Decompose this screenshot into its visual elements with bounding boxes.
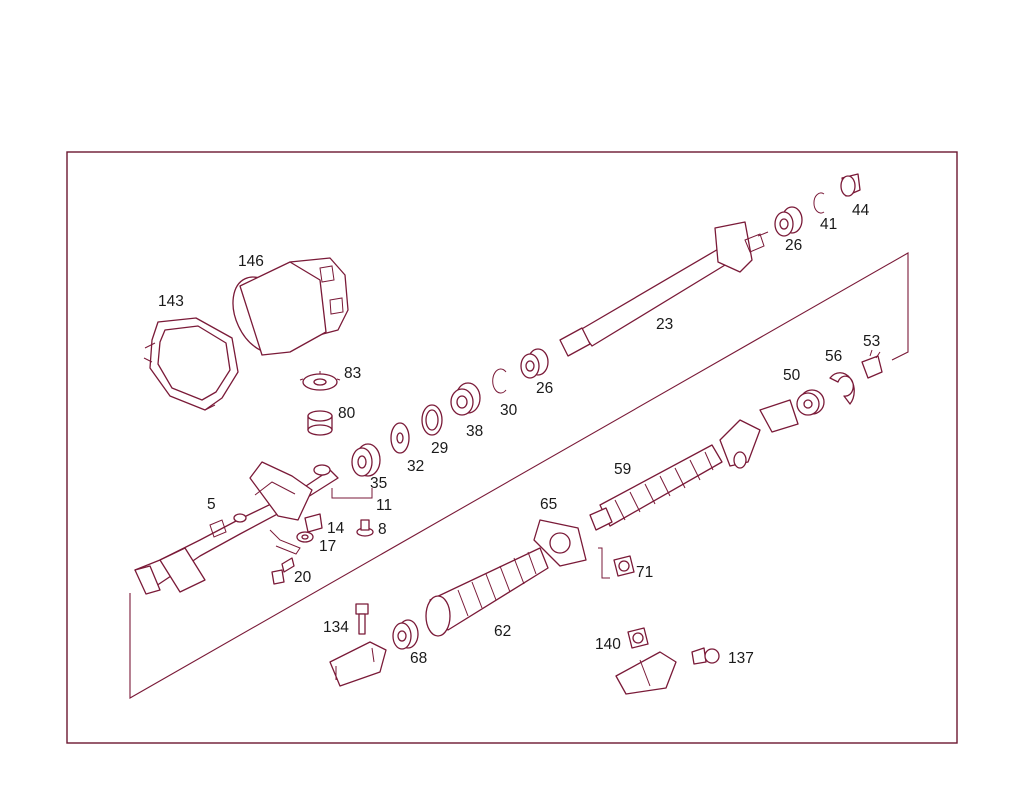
label-137: 137 [728, 650, 754, 667]
bearing-38-part [450, 382, 481, 416]
fitting-part [615, 651, 677, 695]
bolt-134-part [329, 603, 387, 687]
label-17: 17 [319, 538, 336, 555]
shaft-part [559, 221, 769, 357]
washer-part [299, 371, 341, 391]
snap-ring-part [492, 368, 507, 394]
label-80: 80 [338, 405, 356, 422]
label-53: 53 [863, 333, 880, 350]
column-tube-part [134, 461, 339, 595]
exploded-plane-outline [129, 252, 909, 699]
clip-part [304, 513, 323, 533]
clamp-part [829, 372, 855, 405]
nut-50-part [796, 389, 825, 416]
label-26-right: 26 [785, 237, 802, 254]
label-71: 71 [636, 564, 653, 581]
bezel-part [143, 317, 239, 411]
label-14: 14 [327, 520, 345, 537]
label-32: 32 [407, 458, 424, 475]
bolt-part [271, 557, 295, 585]
label-134: 134 [323, 619, 349, 636]
boot-part [425, 547, 549, 637]
label-23: 23 [656, 316, 673, 333]
bolt-137-part [691, 647, 720, 665]
cover-part [232, 257, 349, 356]
label-41: 41 [820, 216, 837, 233]
label-68: 68 [410, 650, 427, 667]
bearing-68-part [392, 619, 419, 650]
label-11: 11 [376, 497, 392, 514]
label-35: 35 [370, 475, 387, 492]
label-26-left: 26 [536, 380, 553, 397]
bearing-part [351, 443, 381, 477]
nut-part [307, 410, 333, 436]
ring-part [421, 404, 443, 436]
clip-53-part [861, 349, 883, 379]
bushing-26-right-part [774, 206, 803, 237]
label-8: 8 [378, 521, 387, 538]
sleeve-part [840, 173, 861, 197]
label-59: 59 [614, 461, 631, 478]
washer-17-part [296, 531, 314, 543]
washer-32-part [390, 422, 410, 454]
bellows-joint-part [589, 399, 799, 531]
label-5: 5 [207, 496, 216, 513]
label-44: 44 [852, 202, 870, 219]
label-83: 83 [344, 365, 361, 382]
label-143: 143 [158, 293, 184, 310]
label-140: 140 [595, 636, 621, 653]
label-56: 56 [825, 348, 842, 365]
nut-140-part [627, 627, 649, 649]
snap-ring-41-part [813, 192, 825, 214]
part-labels: 143 146 83 80 5 35 11 14 8 17 20 32 29 3… [158, 202, 880, 667]
bushing-part [520, 348, 549, 379]
diagram-frame [66, 151, 958, 744]
bracket-part [331, 488, 373, 499]
label-38: 38 [466, 423, 483, 440]
screw-part [356, 519, 374, 537]
label-30: 30 [500, 402, 518, 419]
label-65: 65 [540, 496, 557, 513]
nut-71-part [598, 547, 635, 579]
label-146: 146 [238, 253, 264, 270]
label-62: 62 [494, 623, 511, 640]
gasket-part [533, 519, 587, 567]
label-29: 29 [431, 440, 448, 457]
label-50: 50 [783, 367, 801, 384]
label-20: 20 [294, 569, 312, 586]
